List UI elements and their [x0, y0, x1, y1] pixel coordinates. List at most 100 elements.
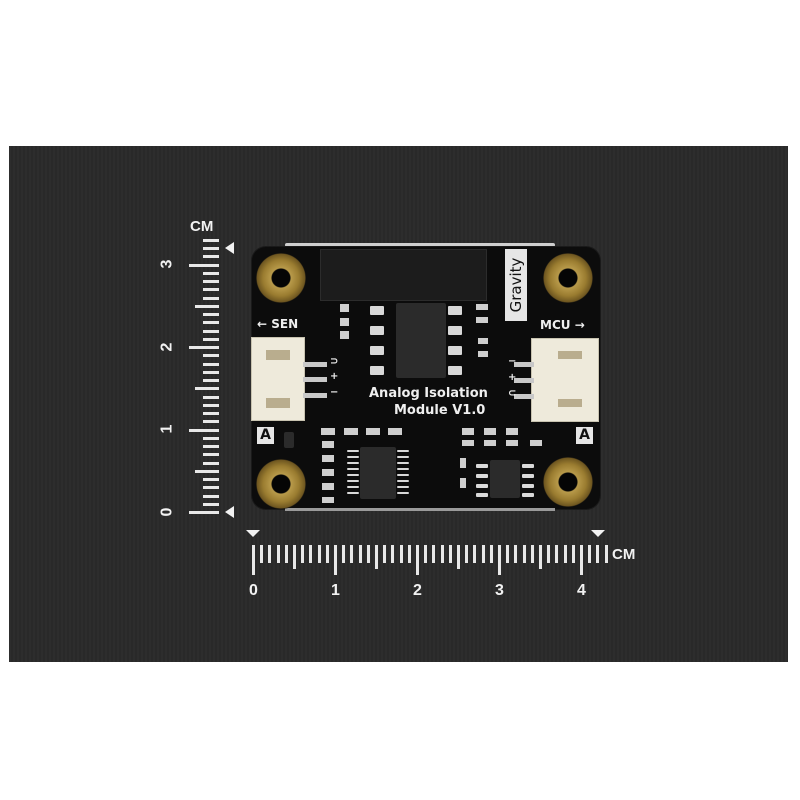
gravity-brand-label: Gravity	[505, 249, 527, 321]
vertical-ruler-label-0: 0	[158, 507, 176, 517]
pin-label-signal: ⊃	[330, 356, 339, 367]
ruler-tick	[399, 545, 403, 563]
ruler-tick	[203, 494, 219, 498]
ruler-tick	[416, 545, 419, 575]
smd-component	[322, 455, 334, 462]
ruler-tick	[309, 545, 313, 563]
pin-label-minus: −	[330, 387, 339, 398]
pcb-bottom-edge	[285, 508, 555, 511]
ruler-tick	[203, 329, 219, 333]
smd-pad	[397, 474, 409, 476]
ic-chip-tssop	[360, 447, 396, 499]
smd-pad	[347, 486, 359, 488]
smd-component	[484, 428, 496, 435]
ruler-tick	[440, 545, 444, 563]
horizontal-ruler-unit: CM	[612, 546, 636, 563]
ruler-tick	[547, 545, 551, 563]
vertical-ruler-label-2: 2	[158, 342, 176, 352]
connector-pin	[303, 377, 327, 382]
ruler-tick	[203, 313, 219, 316]
ruler-tick	[342, 545, 346, 563]
ruler-tick	[203, 436, 219, 440]
pin-label-plus-right: +	[508, 372, 517, 383]
smd-pad	[347, 480, 359, 482]
ruler-tick	[530, 545, 534, 563]
connector-pin	[514, 378, 534, 383]
smd-component	[388, 428, 402, 435]
ruler-tick	[424, 545, 428, 563]
smd-pad	[476, 464, 488, 468]
smd-pad	[397, 486, 409, 488]
ruler-tick	[366, 545, 370, 563]
ruler-tick	[203, 379, 219, 382]
analog-badge-right: A	[576, 427, 593, 444]
ruler-tick	[604, 545, 608, 563]
ruler-tick	[203, 321, 219, 325]
ruler-tick	[195, 387, 219, 391]
ruler-tick	[203, 337, 219, 341]
smd-component	[322, 469, 334, 476]
ruler-tick	[383, 545, 387, 563]
smd-component	[478, 351, 488, 357]
ruler-tick	[481, 545, 485, 563]
smd-pad	[347, 450, 359, 452]
ruler-tick	[555, 545, 559, 563]
mcu-connector[interactable]	[531, 338, 599, 422]
transistor	[284, 432, 294, 448]
ruler-tick	[203, 288, 219, 292]
smd-pad	[370, 326, 384, 335]
ruler-tick	[473, 545, 477, 563]
ruler-tick	[203, 453, 219, 457]
smd-pad	[397, 468, 409, 470]
vertical-ruler-unit: CM	[190, 218, 214, 235]
smd-pad	[347, 492, 359, 494]
module-title-line2: Module V1.0	[394, 403, 486, 418]
smd-component	[460, 458, 466, 468]
smd-component	[366, 428, 380, 435]
ruler-tick	[252, 545, 255, 575]
ruler-tick	[203, 255, 219, 259]
ruler-tick	[203, 238, 219, 242]
gravity-brand-text: Gravity	[507, 257, 525, 313]
vertical-ruler-bottom-marker-icon	[225, 506, 234, 518]
isolation-ic-chip	[396, 303, 446, 378]
connector-pin	[303, 362, 327, 367]
ruler-tick	[260, 545, 264, 563]
ruler-tick	[317, 545, 321, 563]
ruler-tick	[203, 502, 219, 506]
smd-component	[478, 338, 488, 344]
smd-pad	[347, 456, 359, 458]
smd-pad	[397, 450, 409, 452]
ruler-tick	[596, 545, 600, 563]
mounting-hole-bottom-right	[543, 457, 593, 507]
ruler-tick	[334, 545, 337, 575]
smd-pad	[522, 474, 534, 478]
ruler-tick	[465, 545, 469, 563]
connector-pin	[514, 362, 534, 367]
smd-pad	[397, 480, 409, 482]
smd-component	[462, 428, 474, 435]
smd-component	[530, 440, 542, 446]
ruler-tick	[293, 545, 296, 569]
ruler-tick	[301, 545, 305, 563]
ruler-tick	[203, 370, 219, 374]
pin-label-minus-right: −	[508, 356, 517, 367]
ruler-tick	[189, 346, 219, 349]
horizontal-ruler-left-marker-icon	[246, 530, 260, 537]
horizontal-ruler-label-0: 0	[249, 582, 258, 599]
ruler-tick	[391, 545, 395, 563]
smd-pad	[448, 306, 462, 315]
mounting-hole-top-left	[256, 253, 306, 303]
ruler-tick	[407, 545, 411, 563]
ruler-tick	[276, 545, 280, 563]
smd-pad	[448, 326, 462, 335]
smd-pad	[397, 456, 409, 458]
sensor-connector[interactable]	[251, 337, 305, 421]
smd-pad	[522, 493, 534, 497]
horizontal-ruler-label-3: 3	[495, 582, 504, 599]
ruler-tick	[203, 296, 219, 300]
smd-component	[344, 428, 358, 435]
ruler-tick	[325, 545, 329, 563]
horizontal-ruler-label-4: 4	[577, 582, 586, 599]
pin-label-plus: +	[330, 371, 339, 382]
